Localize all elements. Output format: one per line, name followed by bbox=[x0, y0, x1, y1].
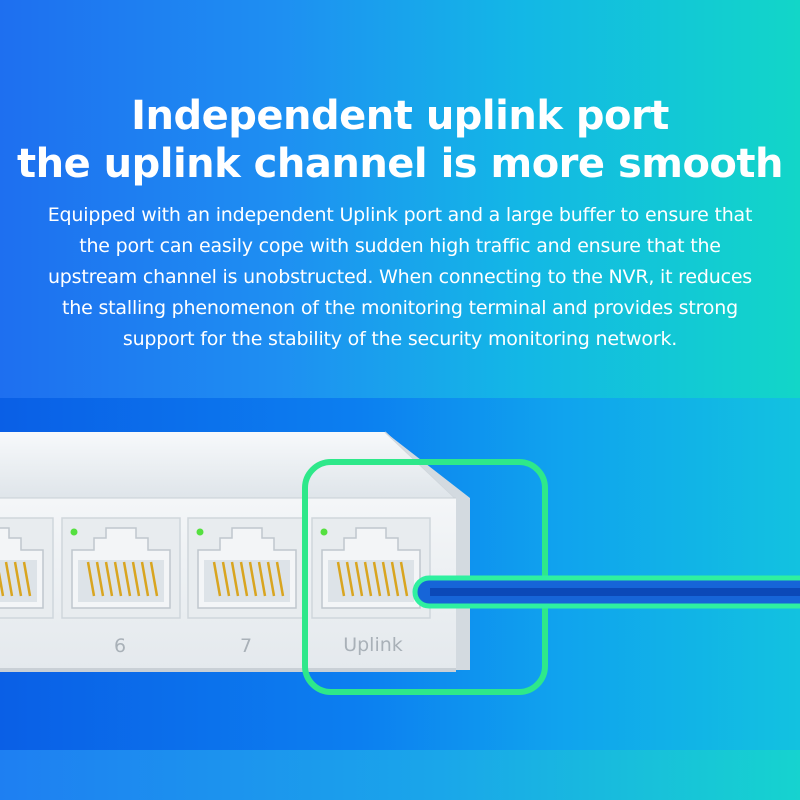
port-label-6: 6 bbox=[114, 635, 126, 657]
pin bbox=[131, 561, 141, 597]
pin bbox=[257, 561, 267, 597]
pin bbox=[372, 561, 382, 597]
port-6[interactable] bbox=[61, 517, 181, 619]
description-text: Equipped with an independent Uplink port… bbox=[47, 204, 753, 350]
pin bbox=[140, 561, 150, 597]
pin bbox=[336, 561, 346, 597]
port-7[interactable] bbox=[187, 517, 307, 619]
pin bbox=[22, 561, 32, 597]
status-led bbox=[320, 528, 328, 536]
pin bbox=[266, 561, 276, 597]
pin bbox=[221, 561, 231, 597]
pin bbox=[239, 561, 249, 597]
pin bbox=[104, 561, 114, 597]
pin bbox=[149, 561, 159, 597]
pin bbox=[86, 561, 96, 597]
pin bbox=[113, 561, 123, 597]
bottom-strip bbox=[0, 750, 800, 800]
pin bbox=[363, 561, 373, 597]
pin bbox=[381, 561, 391, 597]
pin bbox=[13, 561, 23, 597]
port-row bbox=[0, 517, 431, 619]
port-label-uplink: Uplink bbox=[343, 634, 403, 656]
pin bbox=[212, 561, 222, 597]
pin bbox=[354, 561, 364, 597]
pin bbox=[248, 561, 258, 597]
headline-line-2: the uplink channel is more smooth bbox=[16, 141, 784, 187]
pin bbox=[390, 561, 400, 597]
uplink-cable bbox=[412, 575, 800, 609]
headline-line-1: Independent uplink port bbox=[131, 93, 669, 139]
pin bbox=[345, 561, 355, 597]
pin bbox=[4, 561, 14, 597]
pin bbox=[399, 561, 409, 597]
port-partial[interactable] bbox=[0, 517, 54, 619]
pin bbox=[0, 571, 5, 597]
pin bbox=[95, 561, 105, 597]
port-label-7: 7 bbox=[240, 635, 252, 657]
pin bbox=[230, 561, 240, 597]
pin bbox=[275, 561, 285, 597]
port-uplink[interactable] bbox=[311, 517, 431, 619]
status-led bbox=[196, 528, 204, 536]
pin bbox=[122, 561, 132, 597]
status-led bbox=[70, 528, 78, 536]
